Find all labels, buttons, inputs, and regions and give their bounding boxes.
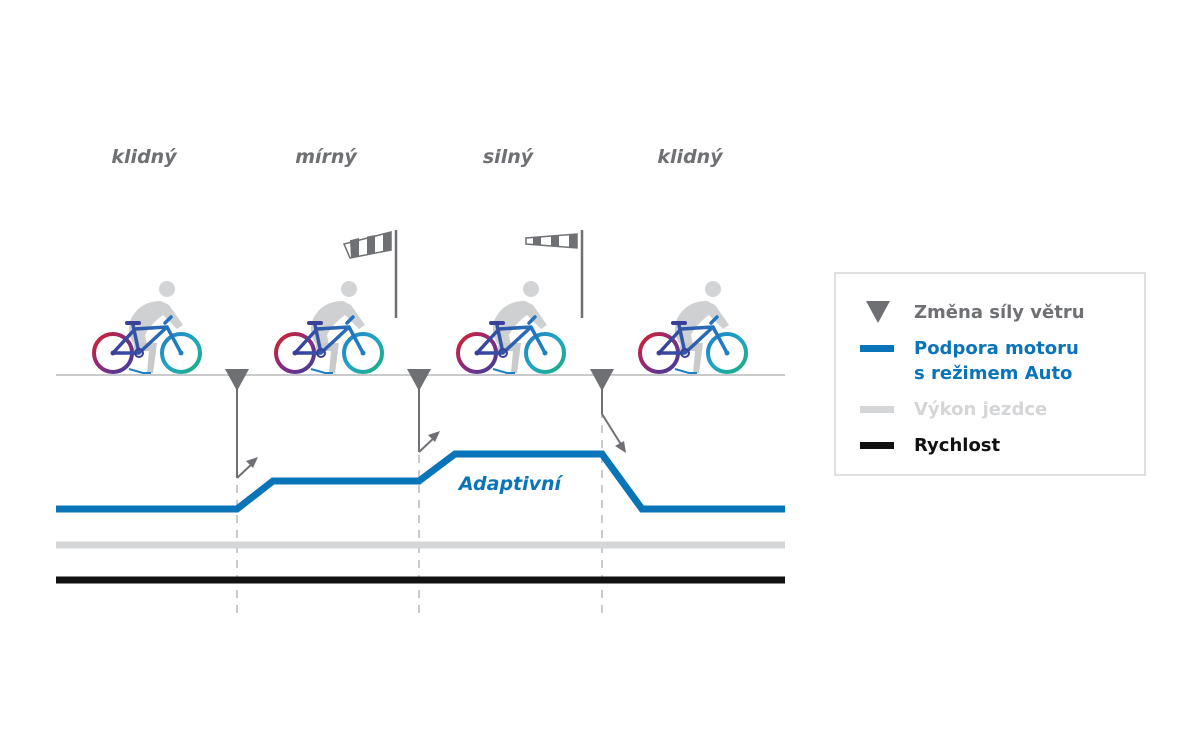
cyclist-icon xyxy=(274,279,384,375)
legend-item-wind-change: Změna síly větru xyxy=(860,300,1085,325)
wind-level-label: klidný xyxy=(657,146,723,168)
motor-support-swatch xyxy=(860,336,894,361)
adaptive-label: Adaptivní xyxy=(458,473,562,495)
wind-change-marker-icon xyxy=(860,300,894,325)
wind-level-label: silný xyxy=(482,146,534,168)
legend-item-motor-support: Podpora motoru s režimem Auto xyxy=(860,336,1090,386)
cyclist-icon xyxy=(92,279,202,375)
legend-item-speed: Rychlost xyxy=(860,433,1000,458)
wind-change-marker-icon xyxy=(590,369,614,391)
cyclist-icon xyxy=(456,279,566,375)
motor-support-line xyxy=(56,450,785,513)
wind-change-marker-icon xyxy=(225,369,249,391)
legend-item-rider-power: Výkon jezdce xyxy=(860,397,1047,422)
windsock-icon xyxy=(342,228,398,320)
wind-level-label: mírný xyxy=(295,146,357,168)
speed-swatch xyxy=(860,433,894,458)
increase-arrow-icon xyxy=(236,457,258,479)
windsock-icon xyxy=(524,228,584,320)
legend-label: Výkon jezdce xyxy=(914,399,1048,420)
rider-power-swatch xyxy=(860,397,894,422)
legend-label: Rychlost xyxy=(914,435,1001,456)
wind-level-label: klidný xyxy=(111,146,177,168)
legend-label: Podpora motoru s režimem Auto xyxy=(914,338,1079,384)
cyclist-icon xyxy=(638,279,748,375)
wind-change-marker-icon xyxy=(407,369,431,391)
legend-label: Změna síly větru xyxy=(914,302,1085,323)
legend: Změna síly větru Podpora motoru s režime… xyxy=(834,272,1146,476)
decrease-arrow-icon xyxy=(601,413,626,453)
increase-arrow-icon xyxy=(418,431,440,453)
